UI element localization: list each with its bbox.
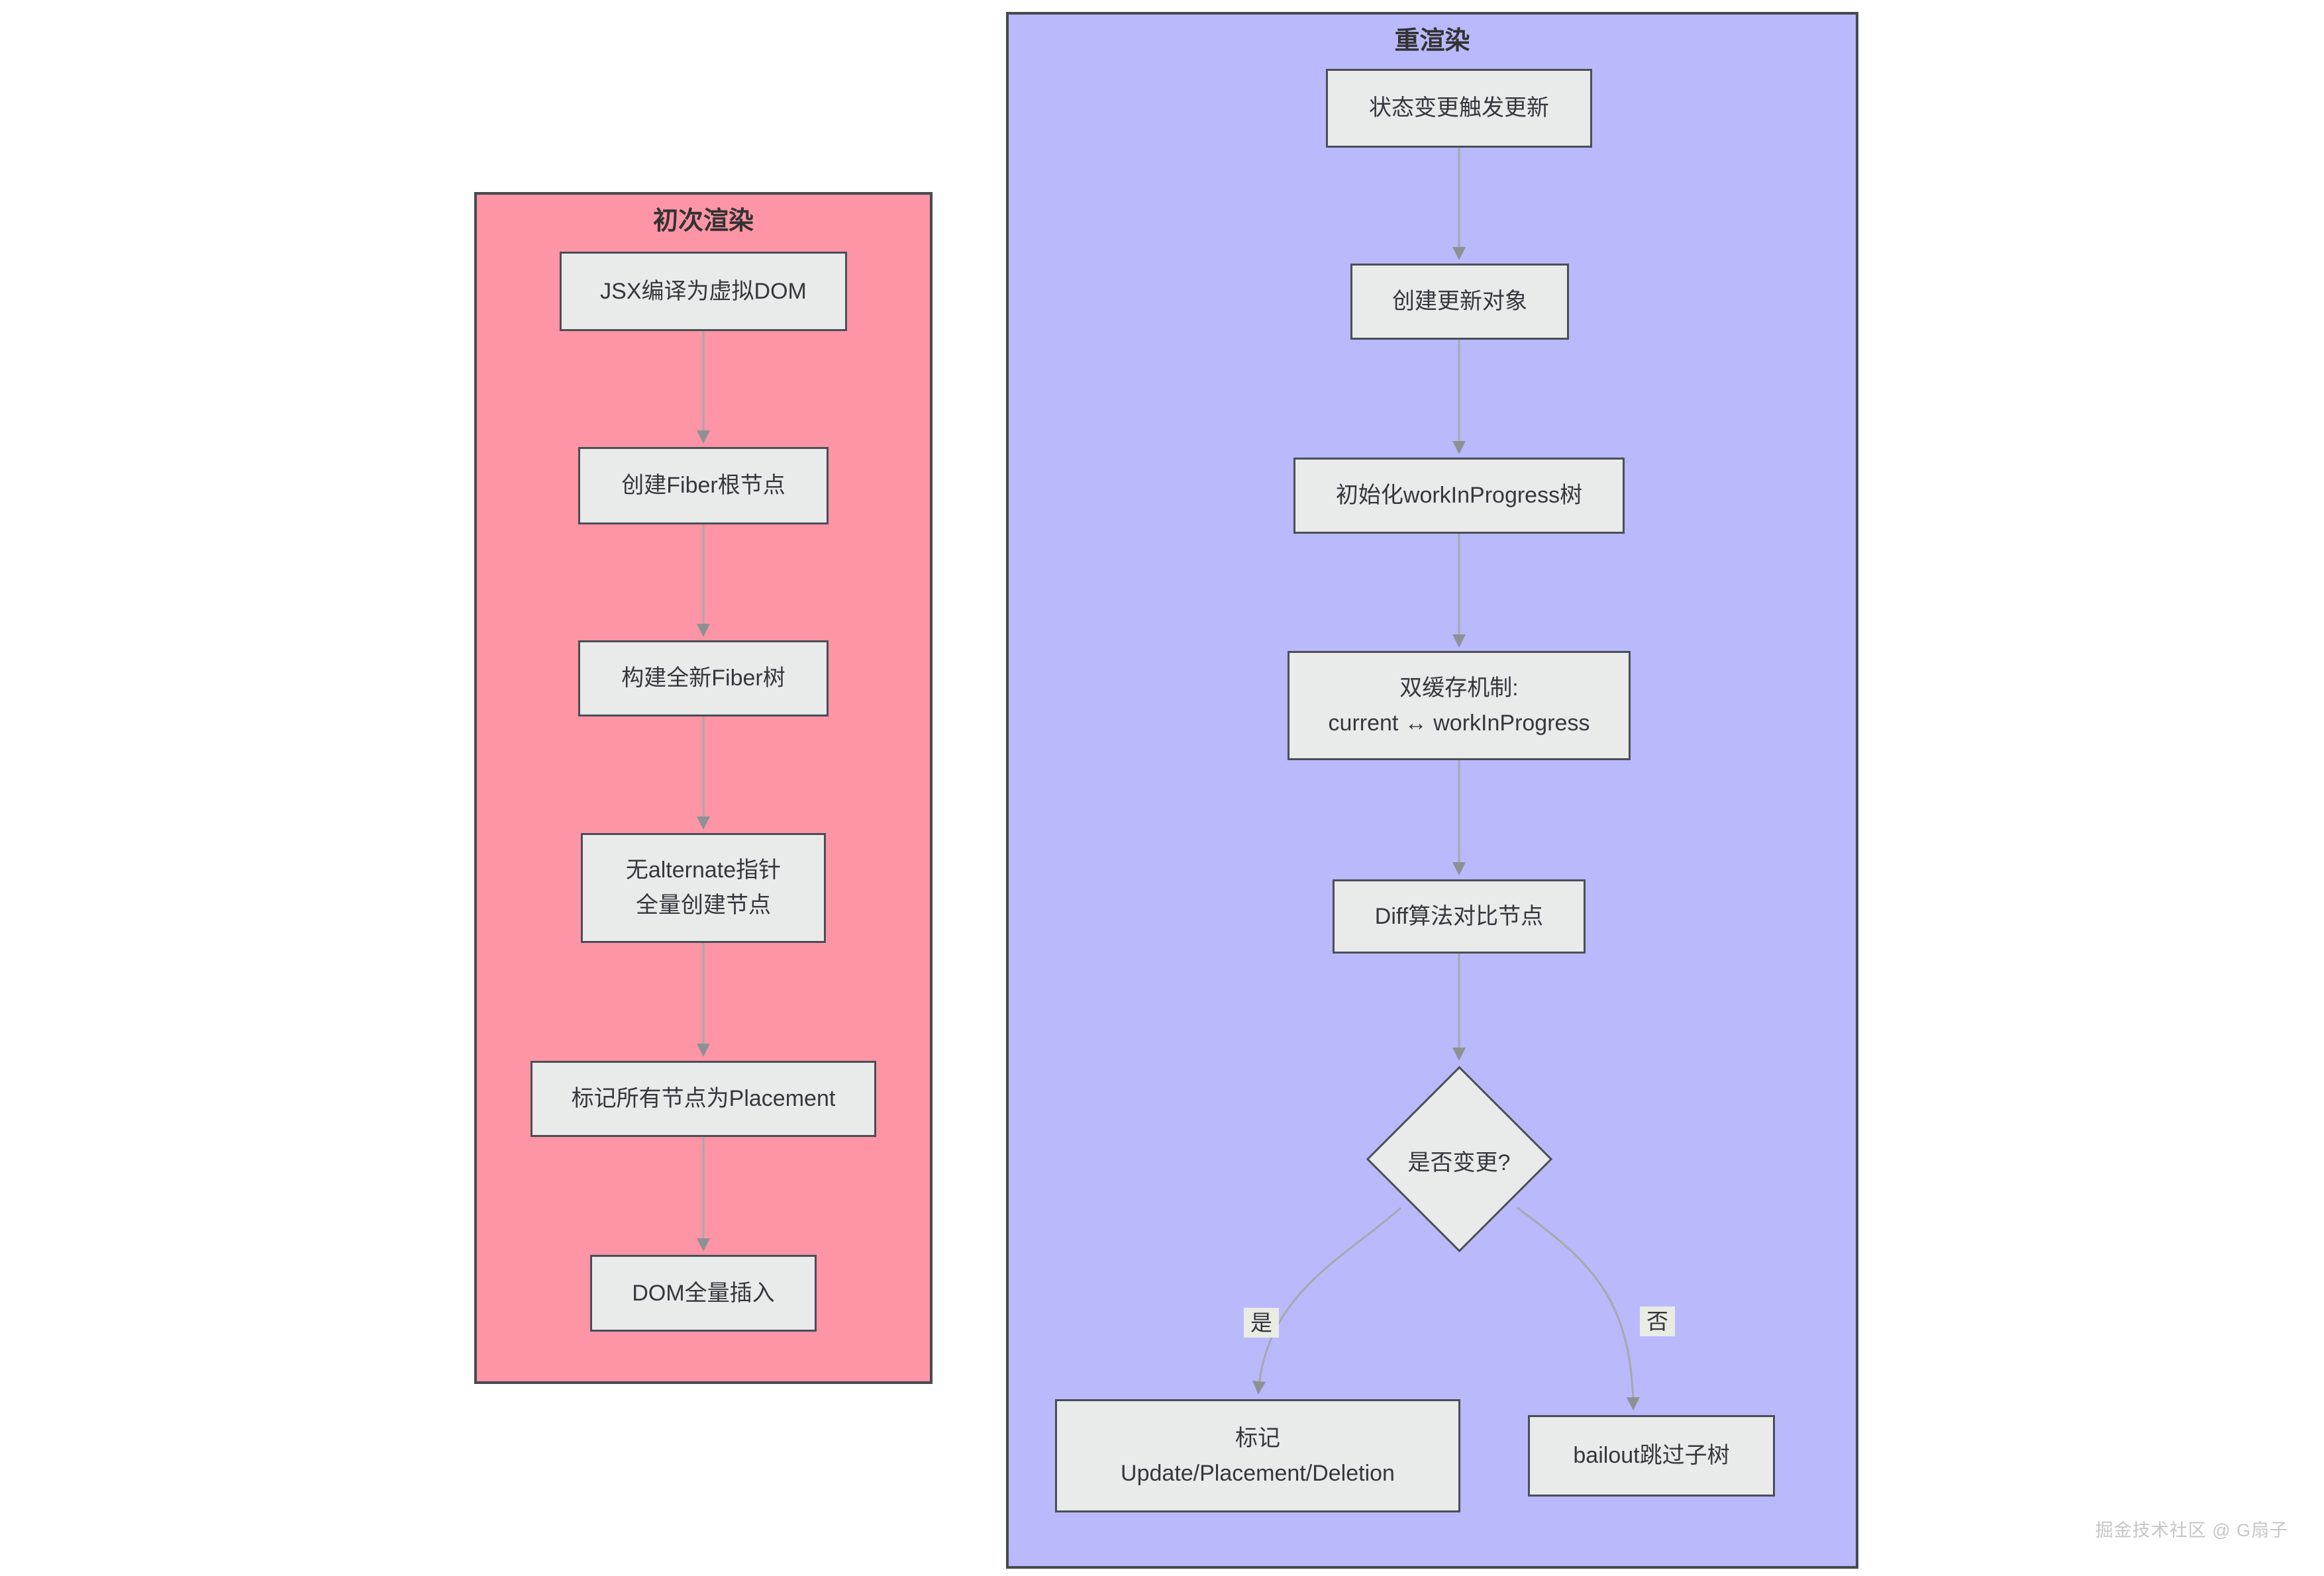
node-diff-compare: Diff算法对比节点 (1333, 879, 1586, 954)
node-bailout: bailout跳过子树 (1528, 1415, 1775, 1497)
node-create-update: 创建更新对象 (1350, 264, 1569, 340)
edge-decision-no (1517, 1207, 1640, 1410)
node-create-fiber-root: 创建Fiber根节点 (578, 447, 829, 524)
node-jsx-compile: JSX编译为虚拟DOM (560, 252, 847, 331)
node-init-wip-tree: 初始化workInProgress树 (1293, 458, 1625, 534)
node-no-alternate: 无alternate指针 全量创建节点 (581, 833, 826, 943)
node-double-buffer: 双缓存机制: current ↔ workInProgress (1288, 651, 1631, 760)
edge-label-yes: 是 (1244, 1308, 1279, 1338)
node-build-fiber-tree: 构建全新Fiber树 (578, 640, 829, 716)
node-mark-placement: 标记所有节点为Placement (530, 1061, 876, 1137)
node-dom-insert: DOM全量插入 (590, 1255, 817, 1332)
edge-decision-yes (1252, 1207, 1401, 1395)
node-mark-effects: 标记 Update/Placement/Deletion (1055, 1399, 1460, 1512)
panel-initial-render-title: 初次渲染 (652, 207, 754, 235)
panel-rerender-title: 重渲染 (1394, 27, 1470, 55)
edge-label-no: 否 (1640, 1306, 1675, 1336)
decision-diamond-label: 是否变更? (1407, 1150, 1511, 1175)
node-state-change: 状态变更触发更新 (1326, 69, 1592, 148)
watermark-text: 掘金技术社区 @ G扇子 (2095, 1520, 2288, 1540)
